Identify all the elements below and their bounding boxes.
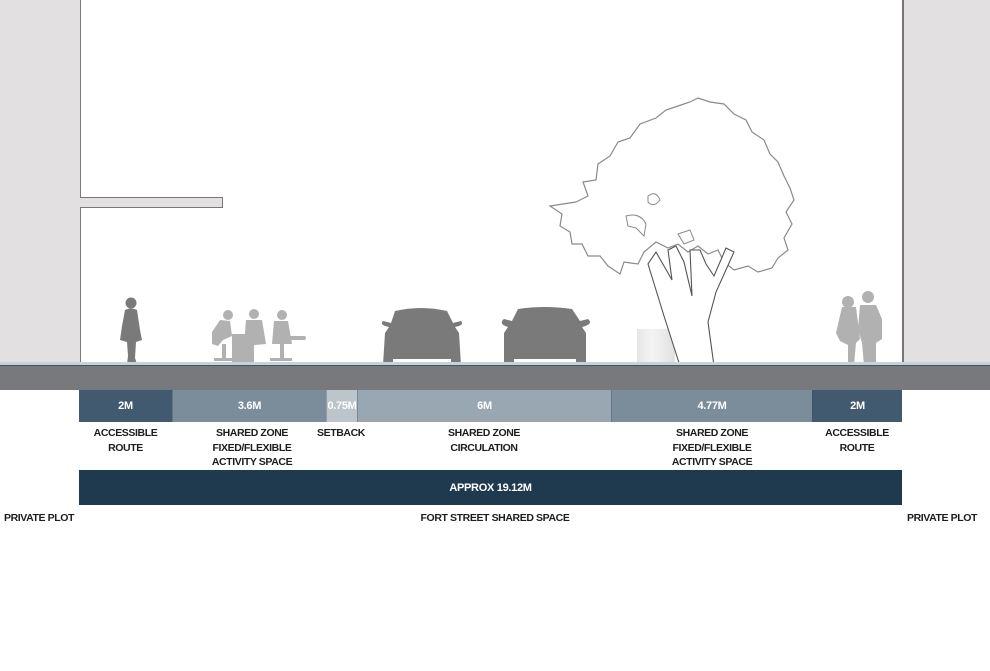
right-private-plot-label: PRIVATE PLOT — [907, 512, 978, 524]
zone-name-line: SHARED ZONE — [447, 427, 521, 439]
zone-name-line: ROUTE — [108, 441, 143, 454]
planter-bench — [637, 329, 675, 363]
zone-name-line: SHARED ZONE — [215, 427, 289, 439]
zone-name-line: ACTIVITY SPACE — [671, 456, 753, 468]
zone-name-line: ACCESSIBLE — [825, 427, 889, 439]
zone-width-label: 4.77M — [697, 400, 727, 412]
zone-name-label: ACCESSIBLE ROUTE — [94, 426, 158, 455]
zone-name-line: FIXED/FLEXIBLE — [672, 441, 752, 454]
zone-width-label: 2M — [850, 400, 865, 412]
street-section-slab — [0, 366, 990, 390]
zone-segment: 6M — [357, 390, 611, 422]
zone-name-line: ACTIVITY SPACE — [211, 456, 293, 468]
zone-name-label: SHARED ZONE FIXED/FLEXIBLE ACTIVITY SPACE — [671, 426, 753, 470]
zone-segment: 2M — [812, 390, 902, 422]
left-private-building — [0, 0, 81, 366]
pedestrian-silhouette-icon — [120, 297, 142, 364]
zone-name-line: FIXED/FLEXIBLE — [212, 441, 292, 454]
total-width-bar: APPROX 19.12M — [79, 470, 902, 505]
car-silhouette-icon — [381, 308, 463, 365]
zone-segment: 2M — [79, 390, 172, 422]
ground-edge — [0, 365, 990, 367]
zone-width-label: 2M — [118, 400, 133, 412]
zone-name-label: SHARED ZONE CIRCULATION — [448, 426, 520, 455]
zone-name-label: SETBACK — [317, 426, 365, 441]
seated-group-silhouette-icon — [212, 309, 306, 364]
couple-silhouette-icon — [836, 291, 882, 365]
ground-surface — [0, 362, 990, 366]
zone-segment: 3.6M — [172, 390, 326, 422]
total-width-label: APPROX 19.12M — [449, 481, 532, 494]
street-title-text: FORT STREET SHARED SPACE — [420, 512, 570, 524]
zone-width-label: 0.75M — [327, 400, 357, 412]
car-silhouette-icon — [501, 307, 590, 365]
zone-segment: 0.75M — [326, 390, 357, 422]
tree-outline-icon — [548, 97, 795, 367]
zone-width-label: 3.6M — [237, 400, 262, 412]
building-canopy — [80, 197, 223, 208]
zone-name-line: CIRCULATION — [450, 441, 518, 454]
zone-name-line: SETBACK — [317, 427, 365, 439]
right-private-building — [902, 0, 990, 366]
zone-width-label: 6M — [477, 400, 492, 412]
zone-name-label: SHARED ZONE FIXED/FLEXIBLE ACTIVITY SPACE — [211, 426, 293, 470]
left-private-plot-label: PRIVATE PLOT — [4, 512, 75, 524]
zone-name-line: ROUTE — [839, 441, 875, 454]
zone-segment: 4.77M — [611, 390, 812, 422]
zone-name-label: ACCESSIBLE ROUTE — [825, 426, 889, 455]
street-title: FORT STREET SHARED SPACE — [0, 512, 990, 524]
zone-name-line: ACCESSIBLE — [93, 427, 158, 439]
zone-name-line: SHARED ZONE — [675, 427, 749, 439]
